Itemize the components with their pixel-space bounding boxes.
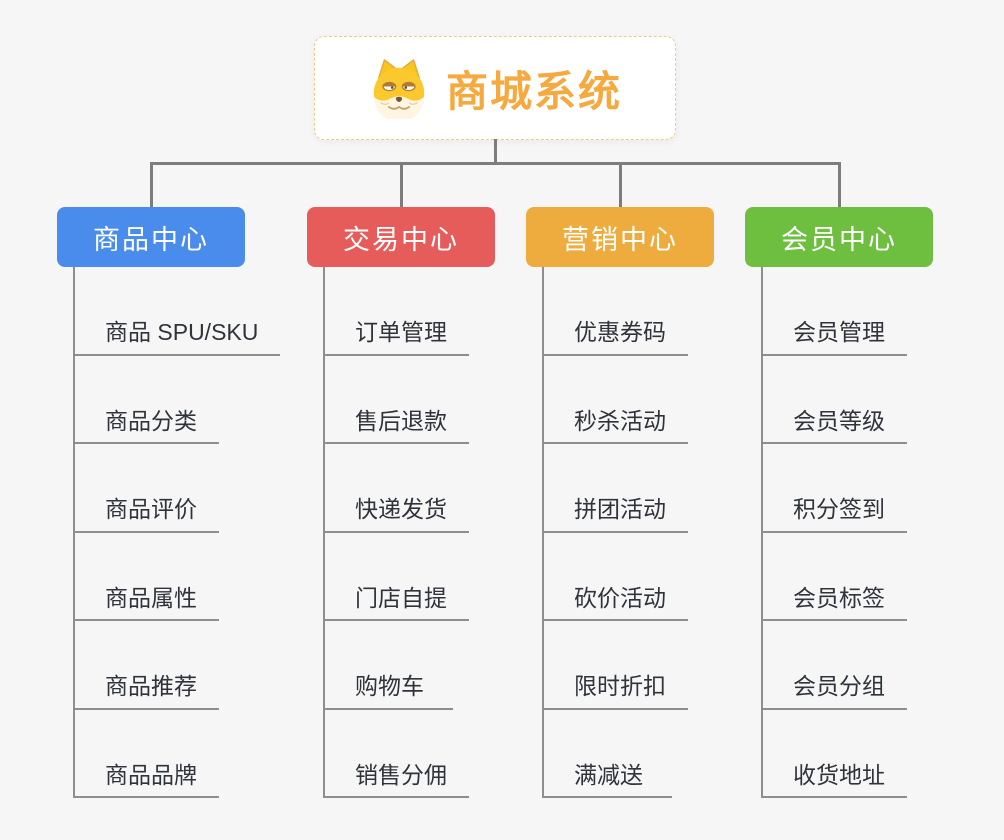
leaf-node[interactable]: 商品 SPU/SKU bbox=[73, 267, 281, 356]
leaf-node[interactable]: 优惠券码 bbox=[542, 267, 688, 356]
leaf-node[interactable]: 积分签到 bbox=[761, 444, 907, 533]
leaf-label: 购物车 bbox=[355, 673, 424, 700]
leaf-label: 优惠券码 bbox=[574, 319, 666, 346]
leaf-label: 商品属性 bbox=[105, 584, 197, 611]
branch-trunk-line bbox=[323, 267, 325, 798]
leaf-label: 限时折扣 bbox=[574, 673, 666, 700]
leaf-node[interactable]: 收货地址 bbox=[761, 710, 907, 798]
leaf-node[interactable]: 销售分佣 bbox=[323, 710, 469, 798]
branch-node[interactable]: 交易中心 bbox=[307, 207, 495, 267]
leaf-label: 满减送 bbox=[574, 761, 643, 788]
leaf-node[interactable]: 会员等级 bbox=[761, 356, 907, 444]
leaf-label: 商品分类 bbox=[105, 407, 197, 434]
root-label: 商城系统 bbox=[445, 67, 622, 115]
leaf-node[interactable]: 快递发货 bbox=[323, 444, 469, 533]
leaf-node[interactable]: 商品属性 bbox=[73, 533, 219, 621]
leaf-node[interactable]: 商品推荐 bbox=[73, 621, 219, 710]
branch-node[interactable]: 商品中心 bbox=[57, 207, 245, 267]
connector-bus bbox=[149, 162, 841, 165]
leaf-node[interactable]: 商品评价 bbox=[73, 444, 219, 533]
leaf-label: 售后退款 bbox=[355, 407, 447, 434]
leaf-label: 会员等级 bbox=[793, 407, 885, 434]
leaf-label: 会员标签 bbox=[793, 584, 885, 611]
leaf-node[interactable]: 会员标签 bbox=[761, 533, 907, 621]
connector-drop bbox=[837, 163, 841, 208]
branch-node[interactable]: 会员中心 bbox=[745, 207, 933, 267]
leaf-node[interactable]: 门店自提 bbox=[323, 533, 469, 621]
leaf-node[interactable]: 订单管理 bbox=[323, 267, 469, 356]
leaf-node[interactable]: 会员分组 bbox=[761, 621, 907, 710]
branch-items: 订单管理 售后退款 快递发货 门店自提 购物车 销售分佣 bbox=[323, 267, 469, 798]
leaf-label: 拼团活动 bbox=[574, 496, 666, 523]
leaf-label: 快递发货 bbox=[355, 496, 447, 523]
branch-trunk-line bbox=[542, 267, 544, 798]
leaf-node[interactable]: 秒杀活动 bbox=[542, 356, 688, 444]
leaf-label: 商品 SPU/SKU bbox=[105, 319, 259, 346]
leaf-label: 商品品牌 bbox=[105, 761, 197, 788]
branch-items: 会员管理 会员等级 积分签到 会员标签 会员分组 收货地址 bbox=[761, 267, 907, 798]
leaf-label: 门店自提 bbox=[355, 584, 447, 611]
leaf-node[interactable]: 砍价活动 bbox=[542, 533, 688, 621]
branch-trunk-line bbox=[73, 267, 75, 798]
branch-items: 优惠券码 秒杀活动 拼团活动 砍价活动 限时折扣 满减送 bbox=[542, 267, 688, 798]
doge-icon bbox=[373, 59, 425, 119]
leaf-node[interactable]: 拼团活动 bbox=[542, 444, 688, 533]
leaf-label: 会员分组 bbox=[793, 673, 885, 700]
leaf-node[interactable]: 商品品牌 bbox=[73, 710, 219, 798]
connector-drop bbox=[618, 163, 622, 208]
leaf-node[interactable]: 购物车 bbox=[323, 621, 453, 710]
leaf-label: 商品推荐 bbox=[105, 673, 197, 700]
branch-node[interactable]: 营销中心 bbox=[526, 207, 714, 267]
leaf-label: 销售分佣 bbox=[355, 761, 447, 788]
leaf-label: 会员管理 bbox=[793, 319, 885, 346]
branch-trunk-line bbox=[761, 267, 763, 798]
leaf-node[interactable]: 满减送 bbox=[542, 710, 672, 798]
leaf-node[interactable]: 限时折扣 bbox=[542, 621, 688, 710]
leaf-label: 收货地址 bbox=[793, 761, 885, 788]
leaf-node[interactable]: 商品分类 bbox=[73, 356, 219, 444]
connector-drop bbox=[149, 163, 153, 208]
connector-root-stem bbox=[493, 139, 497, 165]
connector-drop bbox=[399, 163, 403, 208]
leaf-label: 积分签到 bbox=[793, 496, 885, 523]
leaf-node[interactable]: 会员管理 bbox=[761, 267, 907, 356]
leaf-label: 秒杀活动 bbox=[574, 407, 666, 434]
root-node[interactable]: 商城系统 bbox=[314, 36, 676, 140]
leaf-label: 砍价活动 bbox=[574, 584, 666, 611]
branch-items: 商品 SPU/SKU 商品分类 商品评价 商品属性 商品推荐 商品品牌 bbox=[73, 267, 281, 798]
leaf-node[interactable]: 售后退款 bbox=[323, 356, 469, 444]
leaf-label: 商品评价 bbox=[105, 496, 197, 523]
leaf-label: 订单管理 bbox=[355, 319, 447, 346]
